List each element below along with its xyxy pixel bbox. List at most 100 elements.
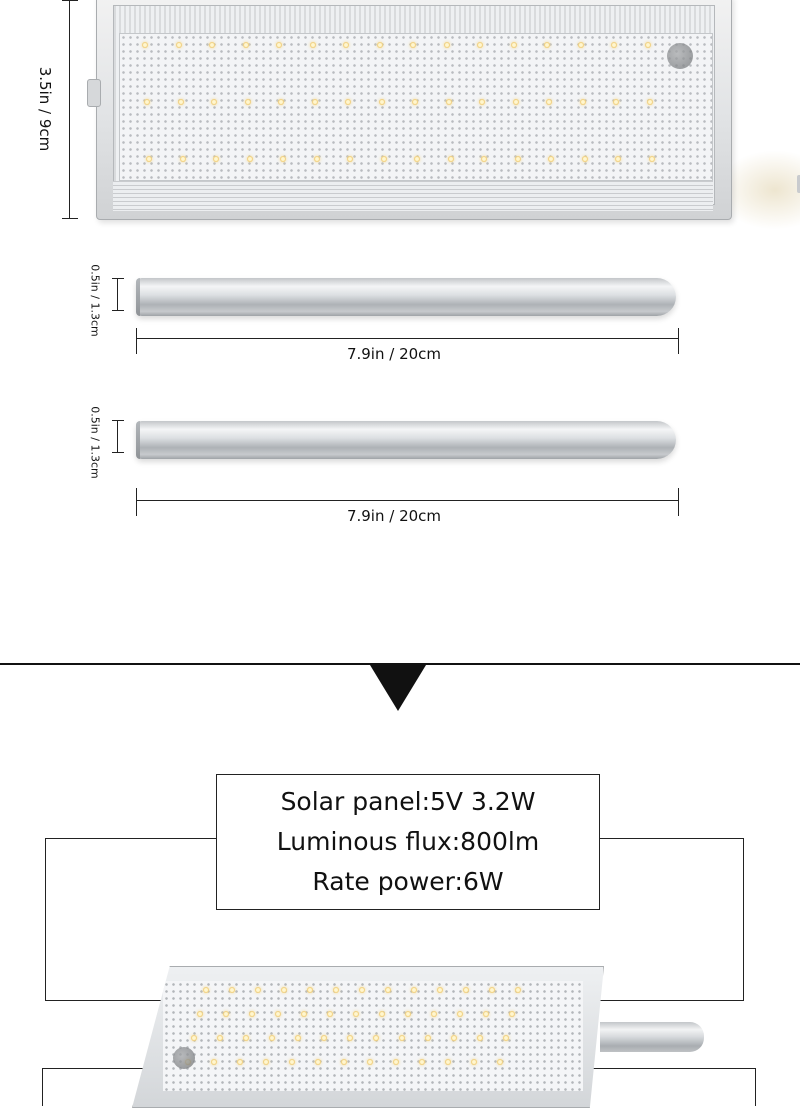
led-chip	[237, 1059, 243, 1065]
led-chip	[255, 987, 261, 993]
led-chip	[269, 1035, 275, 1041]
led-chip	[341, 1059, 347, 1065]
led-chip	[477, 1035, 483, 1041]
led-chip	[313, 156, 320, 162]
led-chip	[321, 1035, 327, 1041]
led-chip	[644, 42, 651, 48]
led-chip	[309, 42, 316, 48]
led-chip	[343, 42, 349, 48]
led-chip	[378, 99, 385, 105]
led-chip	[347, 1035, 353, 1041]
led-chip	[327, 1011, 333, 1017]
led-chip	[479, 99, 485, 105]
led-chip	[307, 987, 313, 993]
led-chip	[481, 156, 487, 162]
led-chip	[613, 99, 619, 105]
led-chip	[410, 42, 416, 48]
led-chip	[447, 156, 454, 162]
led-chip	[443, 42, 450, 48]
rod-length-label: 7.9in / 20cm	[346, 345, 442, 363]
rod-diameter-label: 0.5in / 1.3cm	[88, 406, 102, 479]
led-chip	[431, 1011, 437, 1017]
led-chip	[367, 1059, 373, 1065]
mounting-rod	[136, 278, 676, 316]
led-chip	[301, 1011, 307, 1017]
led-chip	[544, 42, 550, 48]
led-chip	[246, 156, 253, 162]
led-chip	[275, 1011, 281, 1017]
led-chip	[471, 1059, 477, 1065]
led-chip	[353, 1011, 359, 1017]
led-chip	[515, 987, 521, 993]
led-chip	[483, 1011, 489, 1017]
led-chip	[223, 1011, 229, 1017]
spec-box: Solar panel:5V 3.2W Luminous flux:800lm …	[216, 774, 600, 910]
led-chip	[142, 42, 148, 48]
led-chip	[411, 987, 417, 993]
led-chip	[347, 156, 353, 162]
mounting-rod	[136, 421, 676, 459]
led-chip	[489, 987, 495, 993]
section-divider	[0, 663, 800, 665]
led-chip	[315, 1059, 321, 1065]
led-chip	[509, 1011, 515, 1017]
led-chip	[211, 1059, 217, 1065]
solar-lamp-front-view	[87, 0, 800, 220]
led-chip	[263, 1059, 269, 1065]
led-chip	[414, 156, 420, 162]
led-chip	[412, 99, 418, 105]
led-chip	[451, 1035, 457, 1041]
led-chip	[244, 99, 251, 105]
rod-diameter-label: 0.5in / 1.3cm	[88, 264, 102, 337]
led-chip	[217, 1035, 223, 1041]
led-chip	[177, 99, 184, 105]
led-chip	[463, 987, 469, 993]
led-chip	[242, 42, 249, 48]
motion-sensor	[667, 43, 693, 69]
led-chip	[546, 99, 552, 105]
led-chip	[548, 156, 554, 162]
spec-rate-power: Rate power:6W	[312, 867, 504, 896]
led-chip	[281, 987, 287, 993]
led-chip	[229, 987, 235, 993]
lamp-side-clip	[797, 175, 800, 193]
led-chip	[203, 987, 209, 993]
led-chip	[249, 1011, 255, 1017]
solar-lamp-angled-view	[132, 966, 604, 1108]
led-chip	[514, 156, 521, 162]
led-chip	[399, 1035, 405, 1041]
mounting-rod-attached	[600, 1022, 704, 1052]
led-chip	[611, 42, 617, 48]
led-chip	[380, 156, 387, 162]
led-chip	[379, 1011, 385, 1017]
rod-length-label: 7.9in / 20cm	[346, 507, 442, 525]
led-chip	[376, 42, 383, 48]
led-chip	[213, 156, 219, 162]
led-chip	[289, 1059, 295, 1065]
led-chip	[278, 99, 284, 105]
led-chip	[146, 156, 152, 162]
led-chip	[445, 1059, 451, 1065]
led-chip	[648, 156, 655, 162]
led-chip	[579, 99, 586, 105]
led-chip	[510, 42, 517, 48]
led-chip	[345, 99, 351, 105]
led-panel	[119, 33, 713, 181]
led-chip	[577, 42, 584, 48]
led-chip	[197, 1011, 203, 1017]
lamp-ribs	[113, 181, 713, 211]
led-chip	[437, 987, 443, 993]
led-chip	[477, 42, 483, 48]
spec-luminous-flux: Luminous flux:800lm	[276, 827, 540, 856]
down-arrow-icon	[370, 665, 426, 711]
led-chip	[209, 42, 215, 48]
led-chip	[405, 1011, 411, 1017]
led-chip	[419, 1059, 425, 1065]
led-chip	[503, 1035, 509, 1041]
led-chip	[646, 99, 653, 105]
led-panel	[163, 981, 583, 1091]
led-chip	[512, 99, 519, 105]
led-chip	[385, 987, 391, 993]
led-chip	[359, 987, 365, 993]
led-chip	[425, 1035, 431, 1041]
